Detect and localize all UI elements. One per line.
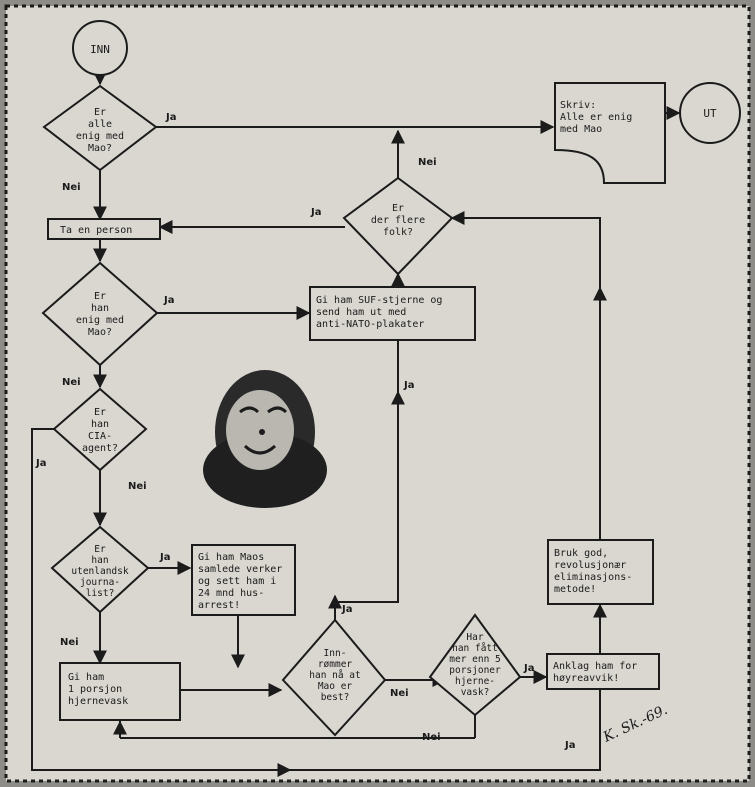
decision-more5-line-6: vask? (461, 687, 490, 698)
connectors (31, 71, 681, 777)
decision-more5-line-1: Har (466, 632, 483, 643)
elimination-box: Bruk god, revolusjonær eliminasjons- met… (547, 539, 654, 605)
charge-line-1: Anklag ham for (553, 661, 637, 672)
elimination-line-3: eliminasjons- (554, 572, 632, 583)
label-nei-5: Nei (60, 637, 79, 648)
label-ja-2: Ja (310, 207, 321, 218)
decision-all-agree-line-1: Er (94, 107, 106, 118)
label-nei-1: Nei (62, 182, 81, 193)
mao-works-line-3: og sett ham i (198, 576, 276, 587)
label-nei-4: Nei (128, 481, 147, 492)
decision-admits-line-2: rømmer (318, 659, 353, 670)
mao-works-line-2: samlede verker (198, 564, 282, 575)
decision-admits-line-4: Mao er (318, 681, 353, 692)
decision-journalist-line-2: han (91, 555, 108, 566)
label-nei-2: Nei (418, 157, 437, 168)
suf-star-box: Gi ham SUF-stjerne og send ham ut med an… (309, 286, 476, 341)
decision-cia-line-2: han (91, 419, 109, 430)
decision-journalist-line-5: list? (86, 588, 115, 599)
decision-more-than-5: Har han fått mer enn 5 porsjoner hjerne-… (428, 613, 522, 717)
label-nei-7: Nei (422, 732, 441, 743)
decision-he-agrees-line-2: han (91, 303, 109, 314)
label-ja-5: Ja (159, 552, 170, 563)
decision-cia-line-1: Er (94, 407, 106, 418)
brainwash-line-1: Gi ham (68, 672, 104, 683)
elimination-line-4: metode! (554, 584, 596, 595)
mao-works-line-4: 24 mnd hus- (198, 588, 264, 599)
branch-labels: Ja Nei Nei Ja Ja Nei Ja Nei Ja Nei Ja Ja… (35, 112, 575, 751)
suf-star-line-1: Gi ham SUF-stjerne og (316, 295, 442, 306)
decision-he-agrees: Er han enig med Mao? (41, 261, 159, 367)
decision-more-people-line-1: Er (392, 203, 404, 214)
decision-admits-line-3: han nå at (309, 670, 360, 681)
write-line-2: Alle er enig (560, 112, 632, 123)
take-person-label: Ta en person (60, 225, 132, 236)
decision-more-people-line-3: folk? (383, 227, 413, 238)
label-ja-4: Ja (35, 458, 46, 469)
decision-all-agree-line-2: alle (88, 119, 112, 130)
decision-more5-line-4: porsjoner (449, 665, 501, 676)
decision-he-agrees-line-4: Mao? (88, 327, 112, 338)
decision-all-agree-line-3: enig med (76, 131, 124, 142)
decision-more5-line-2: han fått (452, 643, 498, 654)
decision-all-agree: Er alle enig med Mao? (42, 84, 158, 172)
decision-admits: Inn- rømmer han nå at Mao er best? (281, 618, 387, 737)
decision-admits-line-5: best? (321, 692, 350, 703)
mao-works-line-5: arrest! (198, 600, 240, 611)
decision-cia-line-3: CIA- (88, 431, 112, 442)
brainwash-line-3: hjernevask (68, 696, 128, 707)
decision-he-agrees-line-1: Er (94, 291, 106, 302)
elimination-line-1: Bruk god, (554, 548, 608, 559)
write-line-3: med Mao (560, 124, 602, 135)
elimination-line-2: revolusjonær (554, 560, 626, 571)
start-node: INN (72, 20, 128, 76)
mao-works-line-1: Gi ham Maos (198, 552, 264, 563)
write-line-1: Skriv: (560, 100, 596, 111)
decision-cia-agent: Er han CIA- agent? (52, 387, 148, 472)
label-ja-9: Ja (564, 740, 575, 751)
decision-journalist: Er han utenlandsk journa- list? (50, 525, 150, 614)
label-ja-7: Ja (403, 380, 414, 391)
decision-more-people-line-2: der flere (371, 215, 425, 226)
label-ja-1: Ja (165, 112, 176, 123)
decision-he-agrees-line-3: enig med (76, 315, 124, 326)
decision-more5-line-5: hjerne- (455, 676, 495, 687)
end-node: UT (679, 82, 741, 144)
charge-line-2: høyreavvik! (553, 673, 619, 684)
portrait-image (203, 370, 327, 508)
label-nei-6: Nei (390, 688, 409, 699)
brainwash-box: Gi ham 1 porsjon hjernevask (59, 662, 181, 721)
label-ja-6: Ja (341, 604, 352, 615)
suf-star-line-3: anti-NATO-plakater (316, 319, 424, 330)
charge-box: Anklag ham for høyreavvik! (546, 653, 660, 690)
write-all-agree-box: Skriv: Alle er enig med Mao (554, 82, 666, 184)
start-label: INN (90, 43, 110, 56)
decision-more-people: Er der flere folk? (342, 176, 454, 276)
label-ja-8: Ja (523, 663, 534, 674)
label-nei-3: Nei (62, 377, 81, 388)
end-label: UT (703, 107, 717, 120)
decision-more5-line-3: mer enn 5 (449, 654, 500, 665)
brainwash-line-2: 1 porsjon (68, 684, 122, 695)
decision-journalist-line-3: utenlandsk (71, 566, 128, 577)
label-ja-3: Ja (163, 295, 174, 306)
dotted-frame (4, 4, 751, 783)
decision-admits-line-1: Inn- (324, 648, 347, 659)
decision-all-agree-line-4: Mao? (88, 143, 112, 154)
decision-journalist-line-4: journa- (80, 577, 120, 588)
take-person-box: Ta en person (47, 218, 161, 240)
decision-cia-line-4: agent? (82, 443, 118, 454)
mao-works-box: Gi ham Maos samlede verker og sett ham i… (191, 544, 296, 616)
suf-star-line-2: send ham ut med (316, 307, 406, 318)
decision-journalist-line-1: Er (94, 544, 106, 555)
